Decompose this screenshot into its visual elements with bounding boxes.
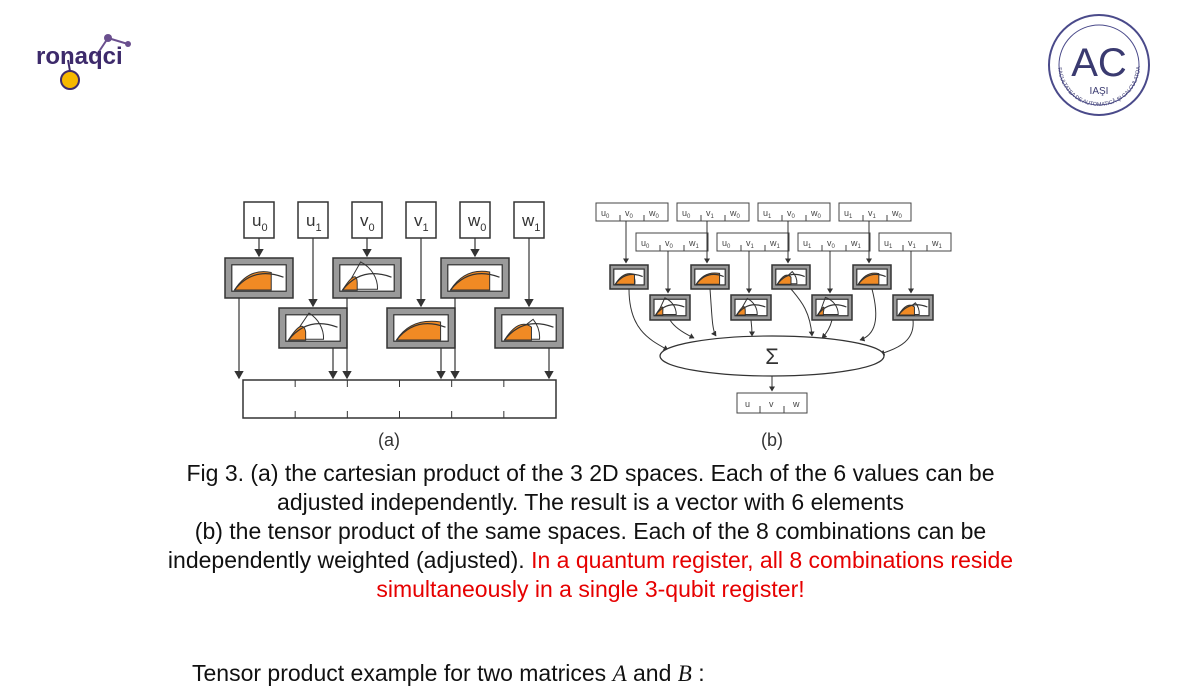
caption-line-4-red: In a quantum register, all 8 combination… <box>531 547 1014 573</box>
caption-line-4-black: independently weighted (adjusted). <box>167 547 532 573</box>
combination-box: u1 v1 w0 <box>838 202 912 222</box>
combination-term: w0 <box>891 208 903 220</box>
input-box: w0 <box>459 201 491 239</box>
combination-box: u1 v0 w1 <box>797 232 871 252</box>
meter-gauge <box>811 294 853 321</box>
input-box: u0 <box>243 201 275 239</box>
output-term: w <box>792 399 800 409</box>
meter-gauge <box>609 264 649 290</box>
combination-term: v0 <box>827 238 836 250</box>
meter-gauge <box>224 257 294 299</box>
combination-term: v1 <box>908 238 917 250</box>
meter-gauge <box>892 294 934 321</box>
meter-gauge <box>852 264 892 290</box>
combination-term: u1 <box>803 238 812 250</box>
combination-term: v1 <box>746 238 755 250</box>
combination-term: v0 <box>787 208 796 220</box>
example-suffix: : <box>691 660 705 686</box>
ronaqci-logo: ronaqci <box>36 34 131 90</box>
example-prefix: Tensor product example for two matrices <box>192 660 613 686</box>
combination-box: u0 v1 w1 <box>716 232 790 252</box>
combination-term: w1 <box>688 238 700 250</box>
matrix-a-symbol: A <box>612 661 627 686</box>
caption-line-4: independently weighted (adjusted). In a … <box>60 546 1121 575</box>
combination-term: v0 <box>665 238 674 250</box>
meter-gauge <box>440 257 510 299</box>
caption-line-5-red: simultaneously in a single 3-qubit regis… <box>376 576 805 602</box>
meter-gauge <box>730 294 772 321</box>
input-box: v0 <box>351 201 383 239</box>
combination-term: u0 <box>722 238 731 250</box>
panel-a-cartesian: u0 u1 v0 v1 w0 w1 <box>224 201 564 419</box>
input-box: u1 <box>297 201 329 239</box>
meter-gauge <box>690 264 730 290</box>
caption-line-1: Fig 3. (a) the cartesian product of the … <box>186 460 995 486</box>
meter-gauge <box>332 257 402 299</box>
meter-gauge <box>771 264 811 290</box>
figure-caption: Fig 3. (a) the cartesian product of the … <box>60 459 1121 604</box>
combination-term: w1 <box>850 238 862 250</box>
combination-box: u0 v1 w0 <box>676 202 750 222</box>
panel-b-label: (b) <box>761 430 783 450</box>
caption-line-3: (b) the tensor product of the same space… <box>194 518 987 544</box>
combination-box: u0 v0 w1 <box>635 232 709 252</box>
sigma-symbol: Σ <box>765 344 779 369</box>
combination-term: v0 <box>625 208 634 220</box>
output-term: u <box>745 399 750 409</box>
caption-line-2: adjusted independently. The result is a … <box>277 489 904 515</box>
meter-gauge <box>494 307 564 349</box>
combination-box: u0 v0 w0 <box>595 202 669 222</box>
meter-gauge <box>386 307 456 349</box>
output-vector: u v w <box>736 392 808 414</box>
combination-term: w1 <box>769 238 781 250</box>
combination-term: u1 <box>763 208 772 220</box>
combination-term: w0 <box>810 208 822 220</box>
combination-term: w1 <box>931 238 943 250</box>
ronaqci-wordmark: ronaqci <box>36 43 123 70</box>
meter-gauge <box>649 294 691 321</box>
iasi-text: IAŞI <box>1090 86 1109 97</box>
ac-letters: AC <box>1071 41 1127 85</box>
ac-iasi-seal: AC IAŞI FACULTATEA DE AUTOMATICĂ ŞI CALC… <box>1046 12 1150 116</box>
combination-term: v1 <box>868 208 877 220</box>
combination-term: w0 <box>729 208 741 220</box>
tensor-example-line: Tensor product example for two matrices … <box>192 660 705 687</box>
combination-term: u0 <box>601 208 610 220</box>
input-box: w1 <box>513 201 545 239</box>
combination-box: u1 v0 w0 <box>757 202 831 222</box>
combination-box: u1 v1 w1 <box>878 232 952 252</box>
matrix-b-symbol: B <box>677 661 692 686</box>
meter-gauge <box>278 307 348 349</box>
combination-term: u1 <box>844 208 853 220</box>
example-and: and <box>626 660 678 686</box>
combination-term: w0 <box>648 208 660 220</box>
combination-term: u1 <box>884 238 893 250</box>
panel-a-label: (a) <box>378 430 400 450</box>
figure-3: u0 u1 v0 v1 w0 w1 u0 v0 w0 u0 v1 w0 u1 v0 w0 u1 v1 w0 u0 v… <box>224 201 952 450</box>
combination-term: v1 <box>706 208 715 220</box>
input-box: v1 <box>405 201 437 239</box>
output-term: v <box>769 399 774 409</box>
combination-term: u0 <box>641 238 650 250</box>
combination-term: u0 <box>682 208 691 220</box>
panel-b-tensor: u0 v0 w0 u0 v1 w0 u1 v0 w0 u1 v1 w0 u0 v0 w1 u0 v1 w1 u1 v0… <box>595 202 952 414</box>
